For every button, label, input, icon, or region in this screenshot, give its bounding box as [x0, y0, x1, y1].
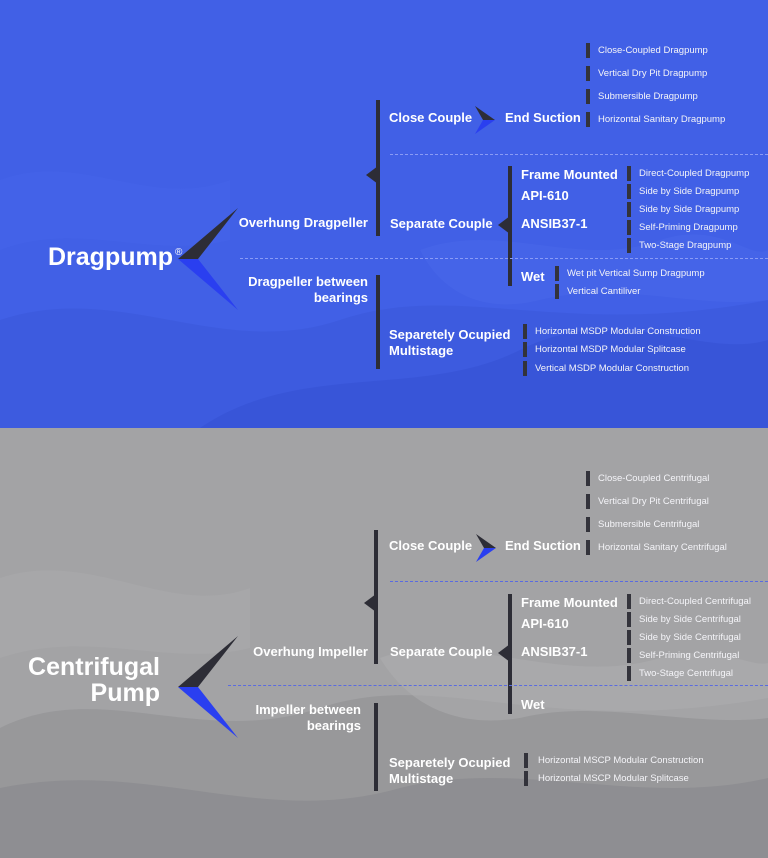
between-connector: [374, 703, 378, 791]
overhung-label: Overhung Dragpeller: [238, 215, 368, 230]
end-suction-item-tick: [586, 89, 590, 104]
frame-mounted-label: Frame Mounted: [521, 595, 618, 610]
end-suction-item: Horizontal Sanitary Centrifugal: [598, 542, 727, 553]
frame-item: Direct-Coupled Centrifugal: [639, 596, 751, 607]
multistage-item: Horizontal MSCP Modular Splitcase: [538, 773, 689, 784]
frame-item-tick: [627, 594, 631, 609]
frame-item-tick: [627, 612, 631, 627]
end-suction-item-tick: [586, 471, 590, 486]
multistage-item: Horizontal MSDP Modular Construction: [535, 326, 701, 337]
multistage-item: Vertical MSDP Modular Construction: [535, 363, 689, 374]
end-suction-item: Horizontal Sanitary Dragpump: [598, 114, 726, 125]
frame-item: Self-Priming Dragpump: [639, 222, 738, 233]
root-title: Dragpump®: [48, 243, 183, 271]
frame-item-tick: [627, 630, 631, 645]
close-couple-label: Close Couple: [389, 538, 473, 553]
multistage-item-tick: [524, 753, 528, 768]
end-suction-item-tick: [586, 494, 590, 509]
close-couple-label: Close Couple: [389, 110, 473, 125]
separate-couple-diamond-icon: [498, 216, 510, 234]
background-waves: [0, 171, 768, 428]
end-suction-item-tick: [586, 540, 590, 555]
wet-item-tick: [555, 284, 559, 299]
separate-couple-diamond-icon: [498, 644, 510, 662]
end-suction-item-tick: [586, 43, 590, 58]
registered-mark: ®: [175, 247, 183, 258]
frame-item-tick: [627, 202, 631, 217]
multistage-item-tick: [524, 771, 528, 786]
multistage-item: Horizontal MSDP Modular Splitcase: [535, 344, 686, 355]
close-couple-arrow-icon: [475, 106, 495, 134]
frame-item: Side by Side Dragpump: [639, 204, 740, 215]
overhung-connector: [376, 100, 380, 236]
api-label: API-610: [521, 616, 569, 631]
frame-item: Two-Stage Centrifugal: [639, 668, 733, 679]
end-suction-item-tick: [586, 66, 590, 81]
between-connector: [376, 275, 380, 369]
divider-line: [390, 154, 768, 155]
frame-item-tick: [627, 238, 631, 253]
multistage-item: Horizontal MSCP Modular Construction: [538, 755, 704, 766]
separate-couple-connector: [508, 166, 512, 286]
frame-item: Direct-Coupled Dragpump: [639, 168, 750, 179]
frame-mounted-label: Frame Mounted: [521, 167, 618, 182]
background-waves: [0, 570, 768, 858]
frame-item-tick: [627, 166, 631, 181]
wet-item: Vertical Cantiliver: [567, 286, 641, 297]
frame-item: Self-Priming Centrifugal: [639, 650, 740, 661]
multistage-item-tick: [523, 324, 527, 339]
end-suction-label: End Suction: [505, 538, 581, 553]
overhung-diamond-icon: [366, 166, 378, 184]
root-chevron-icon: [178, 636, 238, 738]
frame-item-tick: [627, 666, 631, 681]
divider-line: [228, 685, 768, 686]
end-suction-item: Submersible Centrifugal: [598, 519, 700, 530]
overhung-connector: [374, 530, 378, 664]
close-couple-arrow-icon: [476, 534, 496, 562]
overhung-label: Overhung Impeller: [253, 644, 368, 659]
wet-item-tick: [555, 266, 559, 281]
wet-item: Wet pit Vertical Sump Dragpump: [567, 268, 705, 279]
frame-item: Two-Stage Dragpump: [639, 240, 732, 251]
overhung-diamond-icon: [364, 594, 376, 612]
separate-couple-label: Separate Couple: [390, 644, 493, 659]
frame-item-tick: [627, 220, 631, 235]
frame-item-tick: [627, 184, 631, 199]
end-suction-item-tick: [586, 112, 590, 127]
ansi-label: ANSIB37-1: [521, 216, 588, 231]
end-suction-item: Close-Coupled Centrifugal: [598, 473, 710, 484]
end-suction-item: Vertical Dry Pit Centrifugal: [598, 496, 709, 507]
separate-couple-connector: [508, 594, 512, 714]
ansi-label: ANSIB37-1: [521, 644, 588, 659]
multistage-item-tick: [523, 361, 527, 376]
end-suction-item: Submersible Dragpump: [598, 91, 698, 102]
wet-label: Wet: [521, 269, 545, 284]
frame-item: Side by Side Centrifugal: [639, 632, 741, 643]
api-label: API-610: [521, 188, 569, 203]
root-chevron-icon: [178, 208, 238, 310]
frame-item: Side by Side Dragpump: [639, 186, 740, 197]
end-suction-item: Close-Coupled Dragpump: [598, 45, 708, 56]
end-suction-label: End Suction: [505, 110, 581, 125]
end-suction-item-tick: [586, 517, 590, 532]
multistage-item-tick: [523, 342, 527, 357]
end-suction-item: Vertical Dry Pit Dragpump: [598, 68, 708, 79]
divider-line: [390, 581, 768, 582]
dragpump-panel: Dragpump® Overhung Dragpeller Dragpeller…: [0, 0, 768, 428]
frame-item-tick: [627, 648, 631, 663]
divider-line: [240, 258, 768, 259]
frame-item: Side by Side Centrifugal: [639, 614, 741, 625]
separate-couple-label: Separate Couple: [390, 216, 493, 231]
wet-label: Wet: [521, 697, 545, 712]
